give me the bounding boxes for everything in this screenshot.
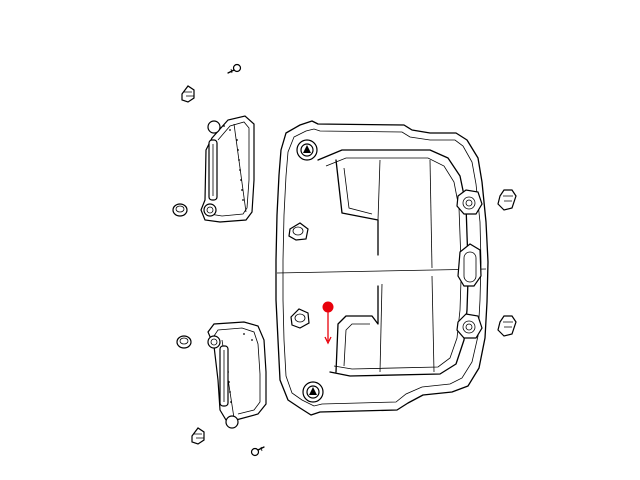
visor-mount-bracket[interactable] xyxy=(191,427,205,445)
retainer-clip[interactable] xyxy=(172,203,188,217)
retainer-clip[interactable] xyxy=(176,335,192,349)
visor-mount-bracket[interactable] xyxy=(181,85,195,103)
screw[interactable] xyxy=(227,63,242,74)
headliner-panel[interactable] xyxy=(275,120,489,416)
push-pin-retainer[interactable] xyxy=(497,315,517,337)
highlight-marker xyxy=(322,301,334,345)
sun-visor-upper[interactable] xyxy=(200,115,255,223)
push-pin-retainer[interactable] xyxy=(497,189,517,211)
visor-stitching xyxy=(223,125,244,201)
screw[interactable] xyxy=(250,446,265,457)
sun-visor-lower[interactable] xyxy=(207,321,267,429)
